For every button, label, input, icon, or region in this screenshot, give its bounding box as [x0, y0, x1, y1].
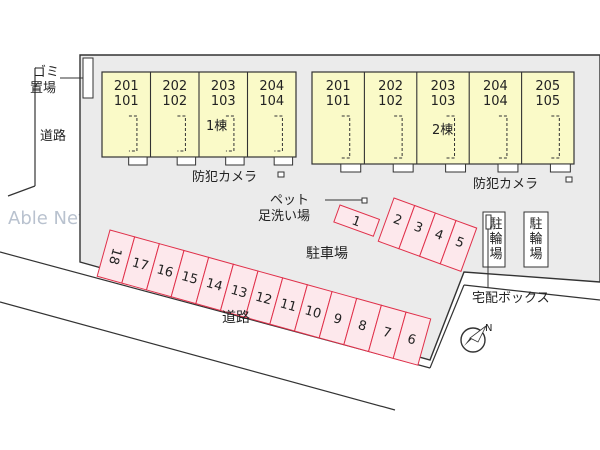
camera-2-icon: [565, 176, 573, 183]
b2-unit-lower: 105: [535, 94, 560, 109]
b1-unit-lower: 103: [211, 94, 236, 109]
road-edge-corner: [429, 284, 465, 369]
north-arrow-icon: N: [460, 323, 492, 353]
road-label-left: 道路: [40, 128, 66, 144]
pet-wash-icon: [361, 197, 368, 204]
b2-unit-lower: 104: [483, 94, 508, 109]
b2-unit-upper: 202: [378, 79, 403, 94]
b1-unit-lower: 104: [259, 94, 284, 109]
parking-space-5: 5: [439, 219, 478, 272]
garbage-bin: [82, 57, 94, 99]
b1-unit-upper: 203: [211, 79, 236, 94]
b2-unit-lower: 103: [431, 94, 456, 109]
bike-parking-1-label: 駐輪場: [489, 217, 502, 262]
parking-space-number: 15: [180, 269, 200, 288]
road-edge-left-corner: [7, 185, 36, 197]
parking-space-number: 16: [155, 262, 175, 281]
building-1-label: 1棟: [206, 119, 227, 134]
b2-unit-upper: 201: [326, 79, 351, 94]
garbage-label-2: 置場: [30, 81, 56, 96]
parking-space-number: 6: [406, 332, 418, 349]
parking-label: 駐車場: [306, 245, 348, 262]
parking-space-number: 8: [356, 318, 368, 335]
parking-space-number: 10: [303, 303, 323, 322]
pet-label-2: 足洗い場: [258, 209, 310, 224]
parking-space-number: 14: [204, 276, 224, 295]
parking-space-number: 17: [130, 255, 150, 274]
delivery-box-label: 宅配ボックス: [472, 291, 550, 306]
b2-unit-lower: 101: [326, 94, 351, 109]
road-label-bottom: 道路: [222, 310, 250, 326]
b2-unit-lower: 102: [378, 94, 403, 109]
parking-space-2: 2: [377, 197, 416, 250]
b2-unit-upper: 204: [483, 79, 508, 94]
parking-space-number: 9: [332, 311, 344, 328]
b2-unit-upper: 205: [535, 79, 560, 94]
camera-1-label: 防犯カメラ: [192, 169, 257, 185]
parking-space-6: 6: [392, 311, 432, 366]
b2-unit-upper: 203: [431, 79, 456, 94]
b1-unit-lower: 101: [114, 94, 139, 109]
b1-unit-lower: 102: [162, 94, 187, 109]
bike-parking-2: [523, 211, 549, 268]
parking-space-number: 7: [381, 325, 393, 342]
b1-unit-upper: 201: [114, 79, 139, 94]
road-edge-lower: [0, 301, 396, 411]
b1-unit-upper: 204: [259, 79, 284, 94]
camera-1-icon: [277, 171, 285, 178]
north-label: N: [485, 323, 492, 334]
parking-space-number: 12: [254, 290, 274, 309]
camera-2-label: 防犯カメラ: [473, 176, 538, 192]
b1-unit-upper: 202: [162, 79, 187, 94]
parking-space-number: 11: [278, 296, 298, 315]
bike-parking-2-label: 駐輪場: [529, 217, 542, 262]
parking-space-number: 18: [105, 246, 124, 266]
road-edge-right: [463, 284, 600, 301]
parking-space-1: 1: [333, 204, 381, 237]
parking-space-number: 13: [229, 283, 249, 302]
garbage-label-1: ゴミ: [33, 64, 59, 80]
pet-label-1: ペット: [270, 193, 309, 208]
building-2-outline: [311, 71, 575, 165]
building-2-label: 2棟: [432, 123, 453, 138]
